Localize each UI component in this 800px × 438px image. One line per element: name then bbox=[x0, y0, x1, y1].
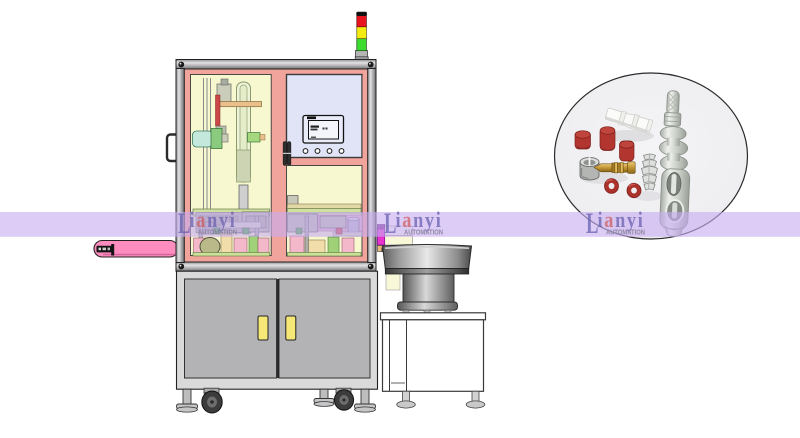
svg-text:AUTOMATION: AUTOMATION bbox=[606, 229, 645, 236]
svg-text:L: L bbox=[586, 207, 599, 240]
svg-text:ianyi: ianyi bbox=[598, 207, 645, 232]
svg-text:AUTOMATION: AUTOMATION bbox=[198, 229, 237, 236]
svg-text:ianyi: ianyi bbox=[190, 207, 237, 232]
svg-text:L: L bbox=[384, 207, 397, 240]
svg-text:AUTOMATION: AUTOMATION bbox=[404, 229, 443, 236]
svg-text:L: L bbox=[178, 207, 191, 240]
svg-text:ianyi: ianyi bbox=[396, 207, 443, 232]
